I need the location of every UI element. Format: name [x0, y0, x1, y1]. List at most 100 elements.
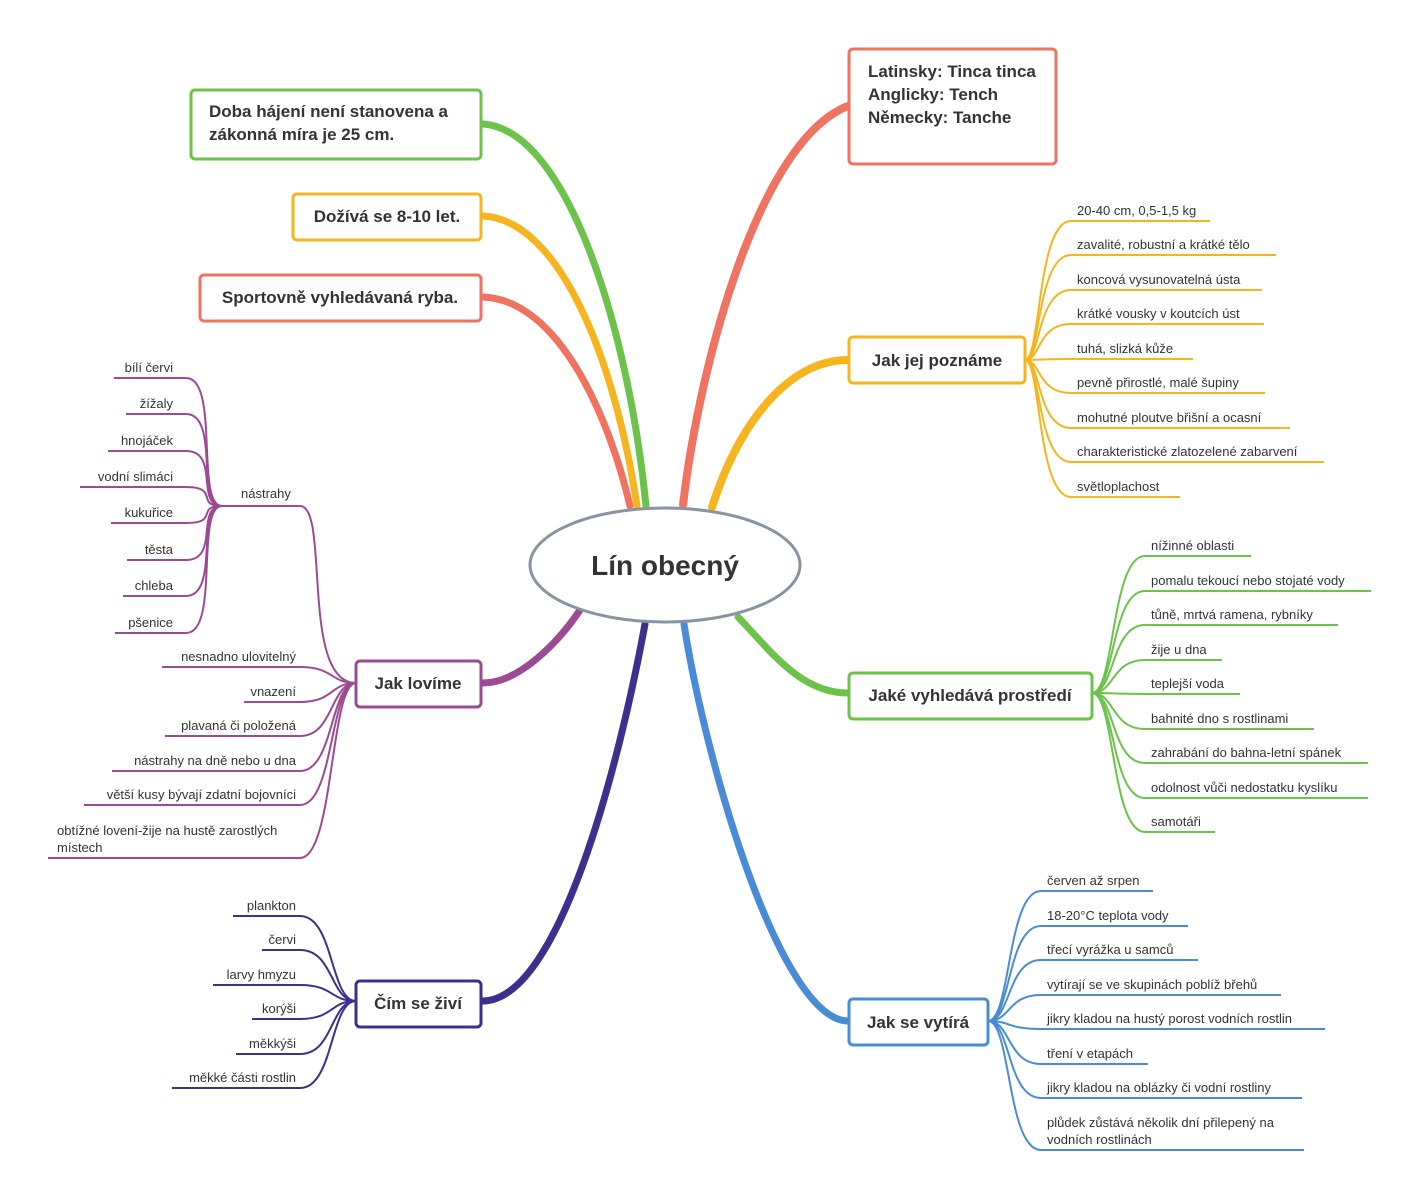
- topic-box-protection[interactable]: [189, 88, 483, 161]
- subtopic-line: [1091, 590, 1371, 694]
- topic-label-names: Anglicky: Tench: [868, 85, 998, 104]
- subtopic-label: žije u dna: [1151, 642, 1207, 657]
- subtopic-line: [987, 959, 1198, 1022]
- subtopic-line: [987, 925, 1188, 1022]
- subtopic-label: měkkýši: [249, 1036, 296, 1051]
- topic-box-fishing[interactable]: [354, 659, 483, 709]
- topic-label-sport: Sportovně vyhledávaná ryba.: [222, 288, 458, 307]
- subtopic-label: vodních rostlinách: [1047, 1132, 1152, 1147]
- bait-label: žížaly: [140, 396, 174, 411]
- subtopic-label: mohutné ploutve břišní a ocasní: [1077, 410, 1262, 425]
- subtopic-label: nástrahy na dně nebo u dna: [134, 753, 297, 768]
- subtopic-label: zavalité, robustní a krátké tělo: [1077, 237, 1250, 252]
- subtopic-line: [1024, 323, 1264, 361]
- subtopic-line: [222, 505, 357, 684]
- bait-label: chleba: [135, 578, 174, 593]
- subtopic-label: červi: [269, 932, 297, 947]
- subtopic-line: [213, 984, 357, 1002]
- topic-box-identify[interactable]: [847, 335, 1027, 385]
- bait-label: bílí červi: [125, 360, 174, 375]
- subtopic-line: [987, 1020, 1304, 1151]
- branch-line-protection: [479, 120, 650, 510]
- bait-label: těsta: [145, 542, 174, 557]
- topic-box-lifespan[interactable]: [291, 192, 483, 242]
- subtopic-label: odolnost vůči nedostatku kyslíku: [1151, 780, 1337, 795]
- subtopic-label: krátké vousky v koutcích úst: [1077, 306, 1240, 321]
- subtopic-line: [1091, 624, 1338, 694]
- subtopic-label: korýši: [262, 1001, 296, 1016]
- topic-label-identify: Jak jej poznáme: [872, 351, 1002, 370]
- topic-box-food[interactable]: [354, 979, 483, 1029]
- subtopic-label: tuhá, slizká kůže: [1077, 341, 1173, 356]
- branch-line-identify: [708, 356, 852, 511]
- subtopic-line: [987, 1020, 1325, 1030]
- topic-label-lifespan: Dožívá se 8-10 let.: [314, 207, 460, 226]
- subtopic-line: [987, 994, 1281, 1022]
- subtopic-line: [1024, 359, 1180, 498]
- topic-label-protection: Doba hájení není stanovena a: [209, 102, 449, 121]
- subtopic-line: [233, 915, 357, 1002]
- subtopic-line: [1091, 659, 1222, 694]
- subtopic-label: bahnité dno s rostlinami: [1151, 711, 1288, 726]
- bait-line: [115, 505, 223, 634]
- branch-line-fishing: [479, 606, 584, 687]
- topic-box-spawning[interactable]: [847, 997, 990, 1047]
- bait-label: hnojáček: [121, 433, 174, 448]
- branch-line-habitat: [734, 613, 852, 697]
- topic-label-names: Latinsky: Tinca tinca: [868, 62, 1036, 81]
- subtopic-label: koncová vysunovatelná ústa: [1077, 272, 1241, 287]
- branch-line-food: [479, 620, 649, 1005]
- subtopic-line: [162, 666, 357, 684]
- branch-line-names: [679, 102, 852, 509]
- branch-line-lifespan: [479, 212, 641, 510]
- subtopic-label: třecí vyrážka u samců: [1047, 942, 1173, 957]
- subtopic-label: tření v etapách: [1047, 1046, 1133, 1061]
- subtopic-label: větší kusy bývají zdatní bojovníci: [107, 787, 296, 802]
- subtopic-label: nesnadno ulovitelný: [181, 649, 296, 664]
- subtopic-line: [1091, 692, 1240, 695]
- subtopic-label: pomalu tekoucí nebo stojaté vody: [1151, 573, 1345, 588]
- topic-label-habitat: Jaké vyhledává prostředí: [868, 686, 1072, 705]
- topic-label-protection: zákonná míra je 25 cm.: [209, 125, 394, 144]
- topic-box-sport[interactable]: [198, 273, 483, 323]
- subtopic-label: plůdek zůstává několik dní přilepený na: [1047, 1115, 1275, 1130]
- subtopic-label: pevně přirostlé, malé šupiny: [1077, 375, 1239, 390]
- subtopic-label: charakteristické zlatozelené zabarvení: [1077, 444, 1298, 459]
- topic-box-habitat[interactable]: [847, 671, 1094, 721]
- subtopic-line: [1024, 358, 1193, 361]
- subtopic-label: 20-40 cm, 0,5-1,5 kg: [1077, 203, 1196, 218]
- branch-line-sport: [479, 293, 634, 510]
- bait-label: pšenice: [128, 615, 173, 630]
- bait-line: [114, 377, 223, 507]
- subtopic-label: samotáři: [1151, 814, 1201, 829]
- bait-label: vodní slimáci: [98, 469, 173, 484]
- subtopic-label: měkké části rostlin: [189, 1070, 296, 1085]
- subtopic-line: [1024, 289, 1262, 361]
- subtopic-line: [262, 949, 357, 1002]
- subtopic-label: nížinné oblasti: [1151, 538, 1234, 553]
- topic-box-names[interactable]: [847, 47, 1058, 166]
- subtopic-label: plankton: [247, 898, 296, 913]
- subtopic-line: [172, 1000, 357, 1089]
- bait-line: [126, 413, 223, 507]
- bait-line: [111, 505, 223, 524]
- subtopic-label: tůně, mrtvá ramena, rybníky: [1151, 607, 1313, 622]
- bait-line: [108, 450, 223, 507]
- subtopic-line: [1091, 692, 1215, 833]
- subtopic-line: [1024, 254, 1276, 361]
- subtopic-line: [1091, 555, 1251, 694]
- bait-line: [80, 486, 223, 507]
- subtopic-line: [48, 682, 357, 859]
- subtopic-label: 18-20°C teplota vody: [1047, 908, 1169, 923]
- subtopic-line: [987, 890, 1153, 1022]
- subtopic-line: [252, 1000, 357, 1020]
- subtopic-label: plavaná či položená: [181, 718, 297, 733]
- subtopic-label: teplejší voda: [1151, 676, 1225, 691]
- bait-label: kukuřice: [125, 505, 173, 520]
- central-topic[interactable]: [528, 506, 802, 624]
- subtopic-label: jikry kladou na oblázky či vodní rostlin…: [1046, 1080, 1271, 1095]
- subtopic-label: zahrabání do bahna-letní spánek: [1151, 745, 1342, 760]
- subtopic-label: obtížné lovení-žije na hustě zarostlých: [57, 823, 277, 838]
